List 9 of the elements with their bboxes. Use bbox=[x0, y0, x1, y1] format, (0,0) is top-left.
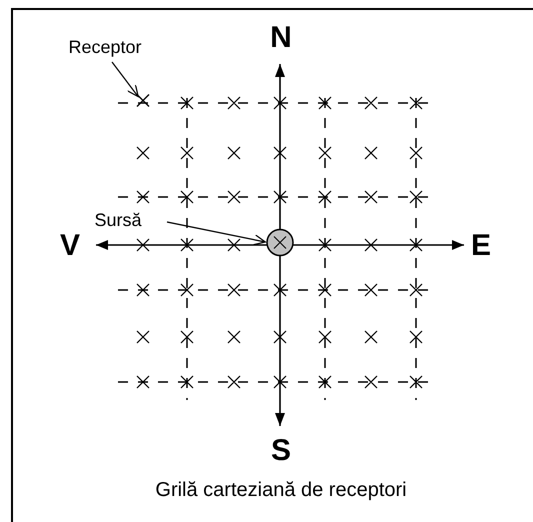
west-label: V bbox=[60, 231, 80, 261]
caption: Grilă carteziană de receptori bbox=[155, 480, 407, 500]
leader-line bbox=[112, 62, 139, 98]
receptor-label: Receptor bbox=[68, 38, 142, 56]
east-label: E bbox=[471, 231, 491, 261]
south-label: S bbox=[271, 436, 291, 466]
source-label: Sursă bbox=[94, 211, 142, 229]
north-label: N bbox=[270, 23, 292, 53]
leader-line bbox=[166, 221, 266, 246]
